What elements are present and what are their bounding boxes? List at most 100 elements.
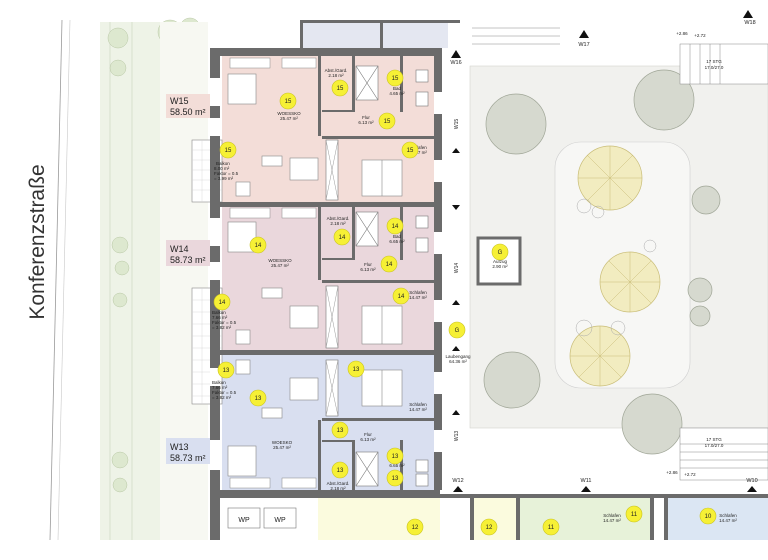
unit-marker-label: 12 bbox=[486, 525, 493, 531]
balcony-factor: Faktor = 0.5 bbox=[212, 390, 237, 395]
north-stair bbox=[448, 22, 472, 48]
unit-marker bbox=[406, 518, 424, 536]
room-name: Schlafen bbox=[409, 402, 427, 407]
room-name: Balkon bbox=[212, 380, 226, 385]
room-name: Schlafen bbox=[719, 513, 737, 518]
unit-marker-label: 13 bbox=[353, 367, 360, 373]
unit-marker-label: 12 bbox=[412, 525, 419, 531]
parking-label: WP bbox=[238, 517, 250, 524]
room-area: 14.47 m² bbox=[409, 150, 427, 155]
unit-marker-label: 13 bbox=[337, 428, 344, 434]
level-mark: +2.72 bbox=[694, 33, 706, 38]
room-name: Flur bbox=[364, 432, 372, 437]
stair-north bbox=[679, 43, 768, 85]
stair-steps-label: 17 STG bbox=[706, 437, 722, 442]
entry-arrow bbox=[453, 486, 463, 492]
room-area: 6.13 m² bbox=[358, 120, 374, 125]
balcony-result: = 3.82 m² bbox=[212, 325, 232, 330]
unit-marker-label: G bbox=[455, 328, 460, 334]
stair-ratio: 17.0/27.0 bbox=[705, 65, 724, 70]
unit-tag: W13 bbox=[454, 431, 460, 442]
umbrella-ribs bbox=[570, 146, 660, 386]
unit-marker-label: 14 bbox=[392, 224, 399, 230]
unit-marker-label: 13 bbox=[255, 396, 262, 402]
balcony-result: = 3.99 m² bbox=[214, 176, 234, 181]
unit-id: W14 bbox=[170, 244, 189, 254]
room-name: Flur bbox=[364, 262, 372, 267]
room-area: 64.36 m² bbox=[449, 359, 467, 364]
bath-fixtures bbox=[355, 65, 429, 487]
unit-marker-label: 14 bbox=[219, 300, 226, 306]
street-name: Konferenzstraße bbox=[26, 164, 49, 319]
level-mark: +2.72 bbox=[684, 472, 696, 477]
room-area: 2.90 m² bbox=[492, 264, 508, 269]
room-area: 14.47 m² bbox=[603, 518, 621, 523]
unit-marker bbox=[213, 293, 231, 311]
room-area: 8.00 m² bbox=[214, 166, 230, 171]
furniture bbox=[227, 73, 319, 477]
beds bbox=[361, 159, 403, 407]
unit-id: W15 bbox=[170, 96, 189, 106]
unit-marker-label: 15 bbox=[225, 148, 232, 154]
room-area: 2.18 m² bbox=[330, 486, 346, 491]
entry-arrow bbox=[579, 30, 589, 38]
room-name: Schlafen bbox=[409, 290, 427, 295]
unit-marker-label: 13 bbox=[392, 454, 399, 460]
balcony-result: = 3.82 m² bbox=[212, 395, 232, 400]
room-name: WOESSKO bbox=[277, 111, 301, 116]
room-name: Bad bbox=[393, 86, 402, 91]
room-area: 14.47 m² bbox=[409, 407, 427, 412]
unit-marker bbox=[378, 112, 396, 130]
unit-tag: W17 bbox=[578, 42, 589, 48]
room-area: 7.66 m² bbox=[212, 385, 228, 390]
unit-marker bbox=[380, 255, 398, 273]
unit-marker bbox=[480, 518, 498, 536]
unit-marker-label: 11 bbox=[548, 525, 555, 531]
room-name: Balkon bbox=[212, 310, 226, 315]
level-mark: +2.86 bbox=[676, 31, 688, 36]
street-line bbox=[49, 19, 63, 541]
parking-label: WP bbox=[274, 517, 286, 524]
room-area: 25.47 m² bbox=[271, 263, 289, 268]
unit-marker bbox=[386, 69, 404, 87]
room-area: 2.18 m² bbox=[330, 221, 346, 226]
room-name: Aufzug bbox=[493, 259, 508, 264]
balcony-factor: Faktor = 0.5 bbox=[212, 320, 237, 325]
room-area: 6.13 m² bbox=[360, 437, 376, 442]
unit-area: 58.73 m² bbox=[170, 453, 206, 463]
north-walls bbox=[300, 20, 460, 50]
kitchen-counters bbox=[229, 57, 317, 489]
room-name: WOESKO bbox=[272, 440, 293, 445]
street-line bbox=[57, 19, 71, 541]
stair-ratio: 17.0/27.0 bbox=[705, 443, 724, 448]
unit-marker-label: 14 bbox=[386, 262, 393, 268]
unit-marker-label: 15 bbox=[285, 99, 292, 105]
room-area: 2.18 m² bbox=[328, 73, 344, 78]
entry-arrow bbox=[747, 486, 757, 492]
entry-arrow bbox=[451, 50, 461, 58]
unit-marker bbox=[219, 141, 237, 159]
unit-marker-label: 14 bbox=[398, 294, 405, 300]
unit-marker-label: 14 bbox=[255, 243, 262, 249]
unit-marker-label: 13 bbox=[337, 468, 344, 474]
unit-marker bbox=[386, 217, 404, 235]
room-area: 4.65 m² bbox=[389, 91, 405, 96]
unit-marker bbox=[249, 389, 267, 407]
unit-tag: W15 bbox=[454, 119, 460, 130]
room-area: 6.65 m² bbox=[389, 239, 405, 244]
south-unit-10 bbox=[668, 498, 768, 540]
unit-tag: W18 bbox=[744, 20, 755, 26]
room-name: Balkon bbox=[216, 161, 230, 166]
stair-steps bbox=[680, 44, 768, 469]
unit-tag: W10 bbox=[746, 478, 757, 484]
unit-marker bbox=[331, 421, 349, 439]
stair-south bbox=[679, 427, 768, 481]
unit-marker-label: 13 bbox=[223, 368, 230, 374]
unit-tag: W16 bbox=[450, 60, 461, 66]
stair-steps-label: 17 STG bbox=[706, 59, 722, 64]
unit-label-bg bbox=[166, 438, 210, 464]
unit-marker bbox=[331, 79, 349, 97]
unit-tag: W14 bbox=[454, 263, 460, 274]
unit-marker-label: 13 bbox=[392, 476, 399, 482]
